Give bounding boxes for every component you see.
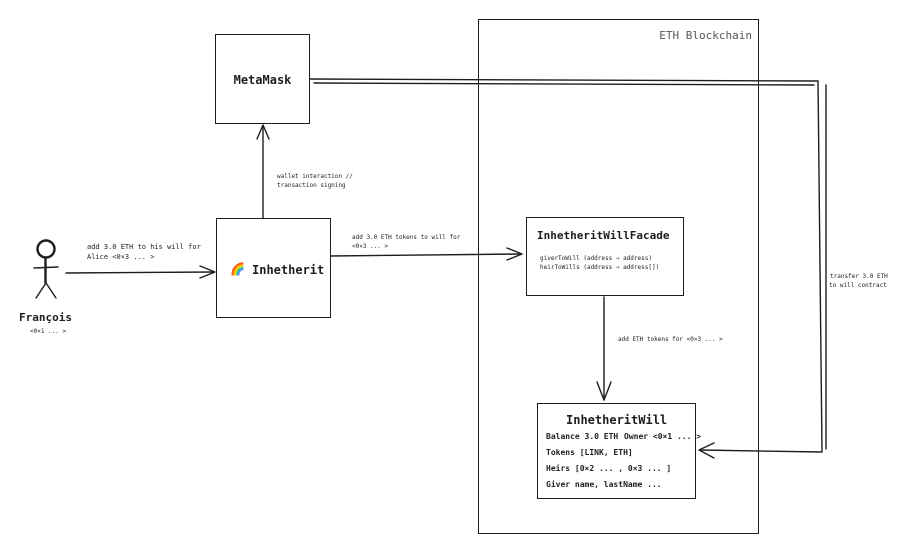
facade-box[interactable]: InhetheritWillFacade giverToWill (addres…	[526, 217, 684, 296]
metamask-box[interactable]: MetaMask	[215, 34, 310, 124]
edge-label-user-to-app-2: Alice <0×3 ... >	[87, 253, 155, 261]
will-giver: Giver name, lastName ...	[546, 480, 662, 489]
metamask-title: MetaMask	[233, 73, 292, 87]
user-name: François	[19, 311, 72, 324]
edge-app-to-metamask-arrowhead	[256, 124, 270, 140]
edge-label-user-to-app-1: add 3.0 ETH to his will for	[87, 243, 201, 251]
facade-title: InhetheritWillFacade	[537, 229, 670, 242]
rainbow-icon: 🌈	[230, 262, 245, 276]
edge-label-app-to-facade-1: add 3.0 ETH tokens to will for	[352, 234, 461, 241]
will-heirs: Heirs [0×2 ... , 0×3 ... ]	[546, 464, 672, 473]
edge-label-metamask-to-will-2: to will contract	[829, 282, 887, 289]
user-stick-figure	[33, 239, 59, 299]
will-tokens: Tokens [LINK, ETH]	[546, 448, 633, 457]
inhetherit-title: Inhetherit	[252, 263, 325, 277]
will-title: InhetheritWill	[566, 413, 668, 427]
inhetherit-box[interactable]: 🌈 Inhetherit	[216, 218, 331, 318]
facade-mapping-giver: giverToWill (address ⇒ address)	[540, 255, 652, 262]
will-box[interactable]: InhetheritWill Balance 3.0 ETH Owner <0×…	[537, 403, 701, 499]
will-owner: Owner <0×1 ... >	[624, 432, 702, 441]
blockchain-container: ETH Blockchain	[478, 19, 759, 534]
edge-label-metamask-to-will-1: transfer 3.0 ETH	[830, 273, 888, 280]
edge-user-to-app-arrowhead	[199, 265, 216, 279]
facade-mapping-heir: heirToWills (address ⇒ address[])	[540, 264, 660, 271]
edge-app-to-facade	[330, 253, 522, 257]
blockchain-label: ETH Blockchain	[659, 29, 752, 42]
edge-user-to-app	[65, 271, 215, 274]
edge-app-to-facade-arrowhead	[506, 247, 523, 261]
edge-facade-to-will-arrowhead	[596, 381, 612, 401]
edge-label-facade-to-will: add ETH tokens for <0×3 ... >	[618, 336, 723, 343]
edge-label-app-to-metamask-1: wallet interaction //	[277, 173, 353, 180]
will-balance: Balance 3.0 ETH	[546, 432, 619, 441]
edge-metamask-to-will	[309, 78, 823, 453]
edge-label-app-to-facade-2: <0×3 ... >	[352, 243, 389, 250]
edge-metamask-to-will-arrowhead	[698, 442, 715, 459]
edge-label-app-to-metamask-2: transaction signing	[277, 182, 346, 189]
user-address: <0×1 ... >	[30, 328, 67, 335]
